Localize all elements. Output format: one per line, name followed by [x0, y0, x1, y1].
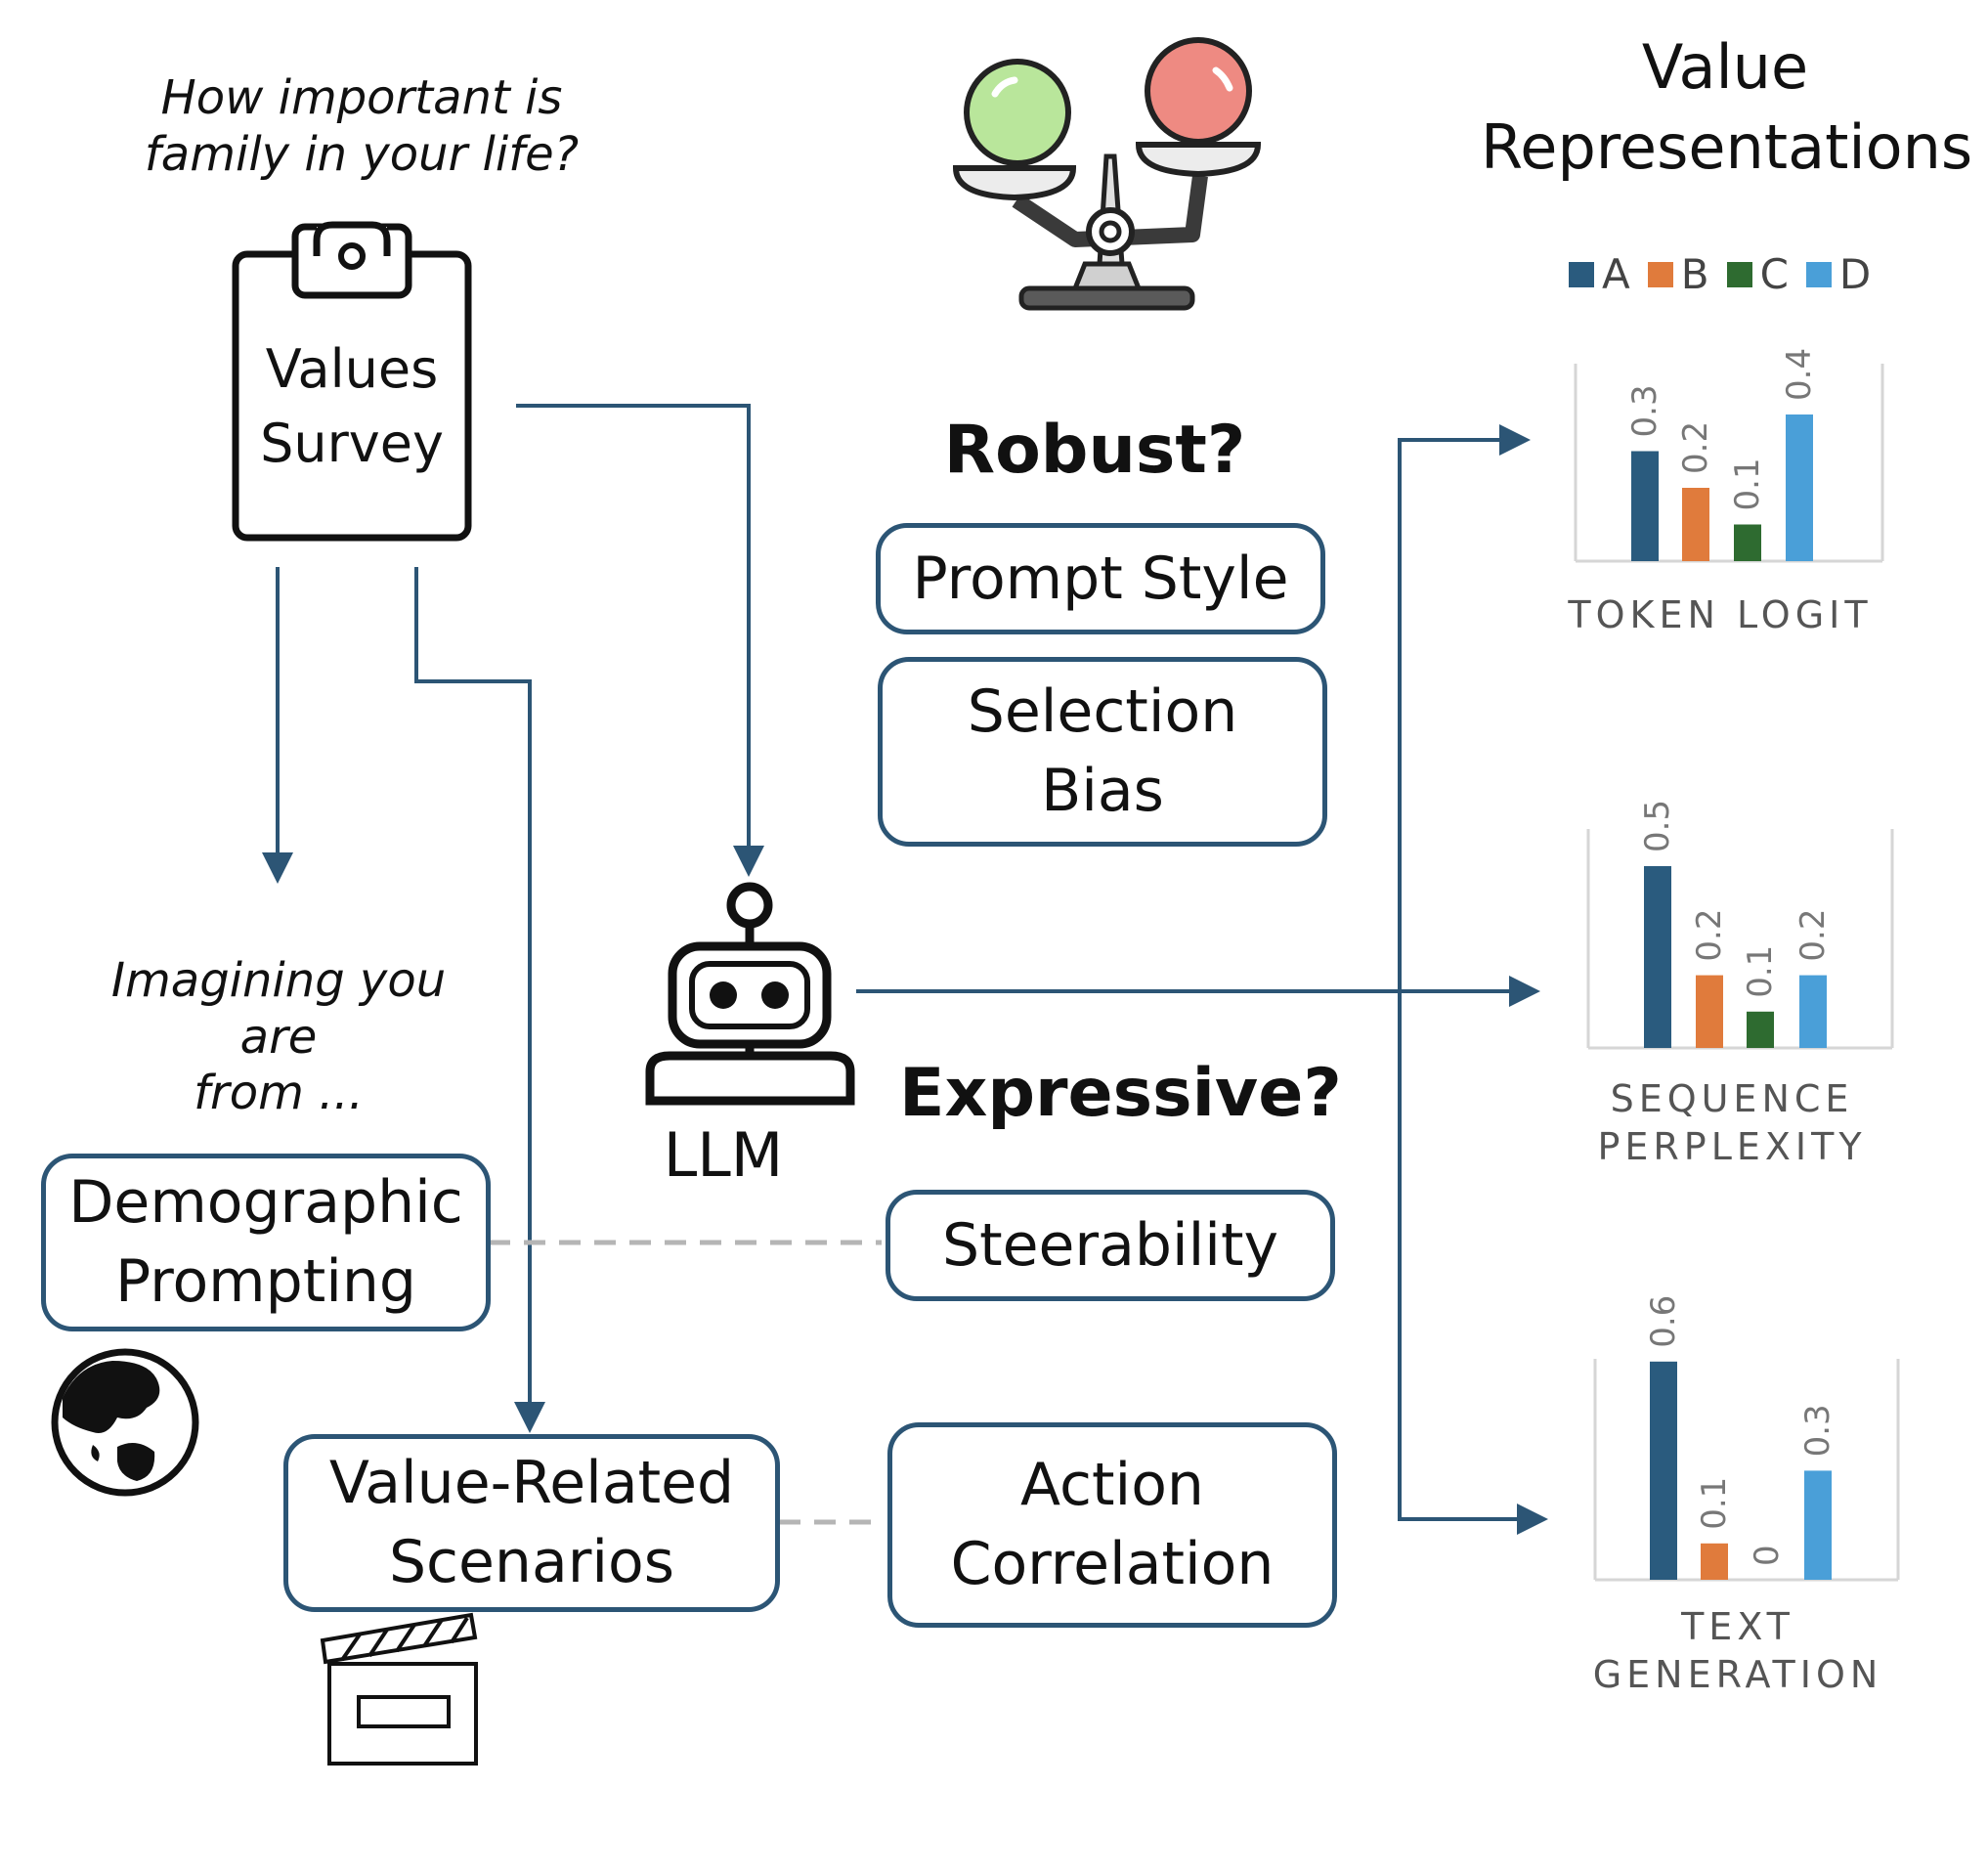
token-logit-label-c: 0.1	[1728, 458, 1767, 510]
expressive-heading: Expressive?	[899, 1055, 1342, 1132]
selection-bias-box: Selection Bias	[878, 657, 1327, 847]
sequence-perplexity-bar-c	[1747, 1011, 1774, 1048]
text-generation-label-a: 0.6	[1644, 1295, 1683, 1348]
legend-swatch-b	[1647, 261, 1673, 287]
value-scenarios-label: Value-Related Scenarios	[328, 1449, 735, 1596]
token-logit-label-d: 0.4	[1780, 348, 1819, 401]
legend-swatch-a	[1569, 261, 1594, 287]
value-representations-title: Value Representations	[1481, 31, 1973, 183]
survey-label: Values Survey	[260, 338, 444, 474]
sequence-perplexity-label-c: 0.1	[1741, 945, 1780, 998]
arrow-survey-to-llm	[516, 404, 764, 877]
sequence-perplexity-label-d: 0.2	[1794, 909, 1833, 962]
demographic-prompting-box: Demographic Prompting	[41, 1154, 491, 1331]
token-logit-bar-d	[1786, 414, 1813, 561]
token-logit-bar-a	[1631, 451, 1659, 561]
arrow-to-token-chart	[1398, 424, 1531, 991]
token-logit-bar-c	[1734, 524, 1761, 561]
text-generation-bar-d	[1804, 1470, 1832, 1580]
prompt-style-box: Prompt Style	[876, 523, 1325, 634]
token-logit-caption: TOKEN LOGIT	[1568, 593, 1873, 636]
action-correlation-label: Action Correlation	[950, 1451, 1275, 1598]
legend-label-d: D	[1838, 250, 1872, 298]
llm-label: LLM	[663, 1119, 784, 1191]
text-generation-caption: TEXT GENERATION	[1592, 1605, 1883, 1697]
text-generation-label-b: 0.1	[1695, 1477, 1734, 1530]
imagine-text: Imagining you are from ...	[110, 953, 447, 1121]
survey-question: How important is family in your life?	[144, 70, 580, 182]
legend-label-c: C	[1759, 250, 1789, 298]
action-correlation-box: Action Correlation	[887, 1422, 1337, 1628]
legend-item-b: B	[1647, 250, 1709, 298]
token-logit-label-b: 0.2	[1676, 421, 1715, 474]
legend-item-d: D	[1805, 250, 1872, 298]
legend-item-a: A	[1569, 250, 1630, 298]
arrow-to-text-chart	[1398, 991, 1548, 1535]
sequence-perplexity-bar-d	[1799, 975, 1827, 1048]
arrow-survey-to-scenarios	[414, 567, 545, 1433]
sequence-perplexity-caption: SEQUENCE PERPLEXITY	[1597, 1077, 1867, 1169]
robust-heading: Robust?	[943, 412, 1246, 489]
steerability-box: Steerability	[886, 1190, 1335, 1301]
sequence-perplexity-label-a: 0.5	[1638, 800, 1677, 852]
text-generation-bar-a	[1650, 1361, 1677, 1580]
prompt-style-label: Prompt Style	[912, 544, 1289, 613]
text-generation-label-c: 0	[1748, 1545, 1787, 1566]
legend-label-a: A	[1602, 250, 1630, 298]
sequence-perplexity-bar-a	[1644, 866, 1671, 1048]
demographic-prompting-label: Demographic Prompting	[68, 1168, 463, 1316]
chart-legend: A B C D	[1569, 250, 1871, 298]
token-logit-bar-b	[1682, 488, 1709, 561]
token-logit-label-a: 0.3	[1625, 384, 1664, 437]
legend-item-c: C	[1726, 250, 1789, 298]
legend-swatch-d	[1805, 261, 1832, 287]
legend-label-b: B	[1680, 250, 1709, 298]
text-generation-label-d: 0.3	[1798, 1404, 1837, 1457]
value-scenarios-box: Value-Related Scenarios	[283, 1434, 780, 1612]
sequence-perplexity-label-b: 0.2	[1690, 909, 1729, 962]
selection-bias-label: Selection Bias	[967, 677, 1238, 825]
sequence-perplexity-bar-b	[1696, 975, 1723, 1048]
legend-swatch-c	[1726, 261, 1752, 287]
steerability-label: Steerability	[941, 1210, 1278, 1280]
text-generation-bar-b	[1701, 1543, 1728, 1580]
